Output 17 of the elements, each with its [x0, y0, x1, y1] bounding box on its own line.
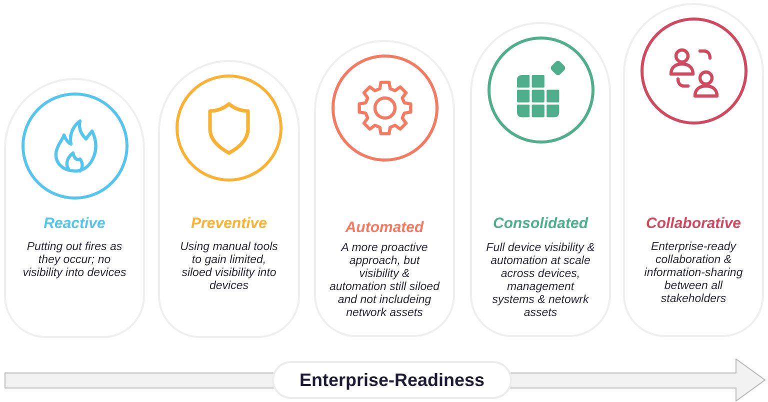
stage-description: Using manual tools to gain limited, siloed visibility into devices	[179, 240, 279, 292]
stage-title: Collaborative	[644, 215, 742, 233]
stage-title: Reactive	[42, 215, 106, 233]
label-pill	[272, 361, 512, 399]
stage-card	[470, 22, 611, 337]
stage-description: A more proactive approach, but visibility & automation still siloed and not includeing network assets	[329, 242, 440, 320]
stage-description: Full device visibility & automation at scale across devices, management systems & netowrk assets	[485, 242, 596, 320]
stage-card	[314, 40, 455, 337]
axis-label: Enterprise-Readiness	[299, 370, 485, 390]
stage-description: Enterprise-ready collaboration & information-sharing between all stakeholders	[643, 240, 744, 306]
stage-title: Preventive	[190, 215, 268, 233]
stage-title: Consolidated	[492, 215, 590, 233]
stage-card	[623, 3, 764, 337]
stage-card	[158, 60, 300, 338]
stage-description: Putting out fires as they occur; no visibility into devices	[22, 240, 128, 280]
stage-card	[4, 78, 145, 338]
stage-title: Automated	[344, 219, 425, 237]
